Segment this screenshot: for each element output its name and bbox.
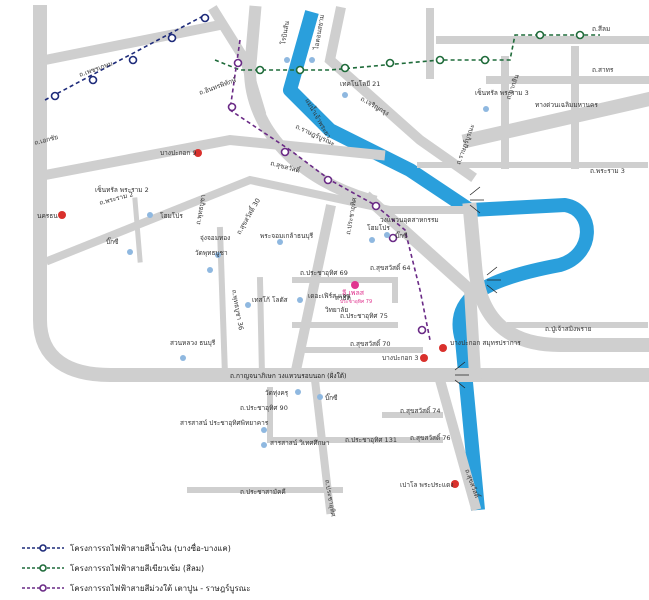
place-yaek21: เทคโนโลยี 21	[340, 80, 380, 88]
silom-line	[214, 30, 600, 75]
label-suksawat30: ถ.สุขสวัสดิ์ 30	[234, 196, 262, 236]
place-bangpakok3: บางปะกอก 3	[382, 354, 419, 362]
place-central-rama3: เซ็นทรัล พระราม 3	[475, 88, 529, 97]
place-industrial-ring: วงแหวนอุตสาหกรรม	[380, 216, 439, 224]
label-inthrapithak: ถ.อินทรพิทักษ์	[198, 76, 238, 97]
label-suksawat74: ถ.สุขสวัสดิ์ 74	[400, 406, 441, 415]
label-pracha-uthit90: ถ.ประชาอุทิศ 90	[240, 404, 288, 412]
label-sathorn: ถ.สาทร	[592, 66, 614, 74]
place-wat-phutthabucha: วัดพุทธบูชา	[195, 249, 228, 257]
river-path	[283, 10, 594, 511]
blue-line	[44, 13, 210, 101]
legend-green: โครงการรถไฟฟ้าสายสีเขียวเข้ม (สีลม)	[22, 558, 251, 578]
label-suksawat76: ถ.สุขสวัสดิ์ 76	[410, 433, 451, 442]
legend-purple-label: โครงการรถไฟฟ้าสายสีม่วงใต้ เตาปูน - ราษฎ…	[70, 583, 251, 593]
place-vitthayalai: วิทยาลัย	[325, 306, 349, 314]
place-suan-luang: สวนหลวง ธนบุรี	[170, 339, 216, 347]
label-pracha-uthit75: ถ.ประชาอุทิศ 75	[340, 312, 388, 320]
legend-green-label: โครงการรถไฟฟ้าสายสีเขียวเข้ม (สีลม)	[70, 563, 205, 573]
purple-line	[227, 39, 431, 341]
label-rama3: ถ.พระราม 3	[590, 167, 625, 175]
shop-icons	[127, 57, 489, 448]
label-pracha-samakkhi: ถ.ประชาสามัคคี	[240, 488, 286, 496]
legend: โครงการรถไฟฟ้าสายสีน้ำเงิน (บางซื่อ-บางแ…	[22, 538, 251, 598]
legend-blue-label: โครงการรถไฟฟ้าสายสีน้ำเงิน (บางซื่อ-บางแ…	[70, 543, 231, 553]
place-robinson: โรบินสัน	[279, 20, 291, 46]
legend-blue-icon	[22, 544, 64, 552]
roads	[33, 5, 649, 515]
place-homepro: โฮมโปร	[160, 212, 183, 220]
interchange-icons	[454, 186, 501, 389]
place-tesco: เทสโก้ โลตัส	[252, 296, 288, 304]
place-bigc1: บิ๊กซี	[106, 237, 119, 246]
legend-blue: โครงการรถไฟฟ้าสายสีน้ำเงิน (บางซื่อ-บางแ…	[22, 538, 251, 558]
place-sathit: สาธิต	[335, 294, 351, 302]
place-school-vitthed: สารสาสน์ วิเทศศึกษา	[270, 439, 330, 447]
legend-green-icon	[22, 564, 64, 572]
label-pracha-uthit131: ถ.ประชาอุทิศ 131	[345, 436, 397, 444]
label-phutthabucha36: ถ.พุทธบูชา 36	[230, 289, 245, 331]
label-chalerm: ทางด่วนเฉลิมมหานคร	[535, 101, 598, 109]
place-phra-chom-klao: พระจอมเกล้าธนบุรี	[260, 232, 314, 240]
place-school-pracha: สารสาสน์ ประชาอุทิศพิทยาคาร	[180, 419, 269, 427]
place-wat-thung: วัดทุ่งครุ	[265, 389, 289, 397]
place-bangpakok9: บางปะกอก 9	[160, 149, 197, 157]
project-subtitle: ประชาอุทิศ 79	[340, 298, 372, 305]
legend-purple: โครงการรถไฟฟ้าสายสีม่วงใต้ เตาปูน - ราษฎ…	[22, 578, 251, 598]
project-title: ลี เพลส	[342, 289, 365, 297]
label-suksawat70: ถ.สุขสวัสดิ์ 70	[350, 339, 391, 348]
place-paknam: บางปะกอก สมุทรปราการ	[450, 339, 521, 347]
project-pin-icon[interactable]	[351, 281, 359, 289]
place-bigc2: บิ๊กซี	[395, 231, 408, 240]
place-first-jazz: เดอะเฟิร์ส แจซ	[308, 292, 351, 300]
label-silom: ถ.สีลม	[592, 25, 610, 33]
label-pu-chao: ถ.ปู่เจ้าสมิงพราย	[545, 325, 592, 333]
place-central-rama2: เซ็นทรัล พระราม 2	[95, 185, 149, 194]
label-suksawat64: ถ.สุขสวัสดิ์ 64	[370, 263, 411, 272]
place-nakhon: นครธน	[37, 212, 58, 220]
place-homepro2: โฮมโปร	[367, 224, 390, 232]
label-pracha-uthit69: ถ.ประชาอุทิศ 69	[300, 269, 348, 277]
legend-purple-icon	[22, 584, 64, 592]
place-chomthong: จุ่งจอมทอง	[200, 234, 230, 242]
label-outer-ring: ถ.กาญจนาภิเษก วงแหวนรอบนอก (ฝั่งใต้)	[230, 371, 347, 380]
label-phetkasem: ถ.เพชรเกษม	[78, 59, 114, 79]
hospital-icons	[58, 149, 459, 488]
place-phet-hospital: เปาโล พระประแดง	[400, 481, 454, 489]
place-bigc3: บิ๊กซี	[325, 393, 338, 402]
